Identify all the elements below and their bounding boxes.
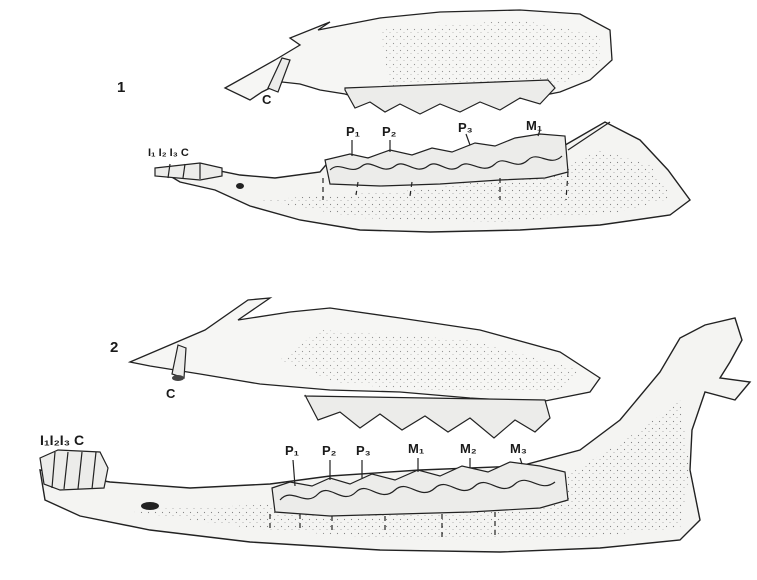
figure-2-incisor-labels: I₁I₂I₃ C [40, 432, 84, 448]
figure-1-upper-skull-shading [380, 20, 600, 92]
figure-2-label-p1: P₁ [285, 443, 299, 458]
figure-1-label-m1: M₁ [526, 118, 542, 133]
figure-2-label-m3: M₃ [510, 441, 527, 456]
figure-1-upper-canine-label: C [262, 92, 272, 107]
figure-1-label-p1: P₁ [346, 124, 360, 139]
figure-2-label-p3: P₃ [356, 443, 371, 458]
figure-2-upper-canine-label: C [166, 386, 176, 401]
figure-1-incisors [155, 163, 222, 180]
figure-1-label-p3: P₃ [458, 120, 473, 135]
figure-2-incisors [40, 450, 108, 490]
figure-2: 2 C I₁I₂I₃ C [40, 298, 750, 552]
figure-1-incisor-labels: I₁ I₂ I₃ C [148, 147, 189, 159]
figure-1-lower-teeth-row [325, 134, 568, 186]
figure-2-lower-teeth-row [272, 462, 568, 516]
figure-2-label-p2: P₂ [322, 443, 337, 458]
figure-1-leader-line [466, 134, 470, 145]
figure-2-mental-foramen [141, 502, 159, 510]
figure-2-canine-socket [172, 375, 184, 381]
figure-1: 1 C I₁ I₂ I₃ C P₁ [117, 10, 690, 232]
figure-2-label-m2: M₂ [460, 441, 477, 456]
figure-2-label-m1: M₁ [408, 441, 424, 456]
figure-2-number: 2 [110, 339, 118, 356]
figure-1-label-p2: P₂ [382, 124, 397, 139]
figure-1-mental-foramen [236, 183, 244, 189]
figure-1-number: 1 [117, 79, 125, 96]
figure-2-upper-teeth-row [305, 395, 550, 438]
